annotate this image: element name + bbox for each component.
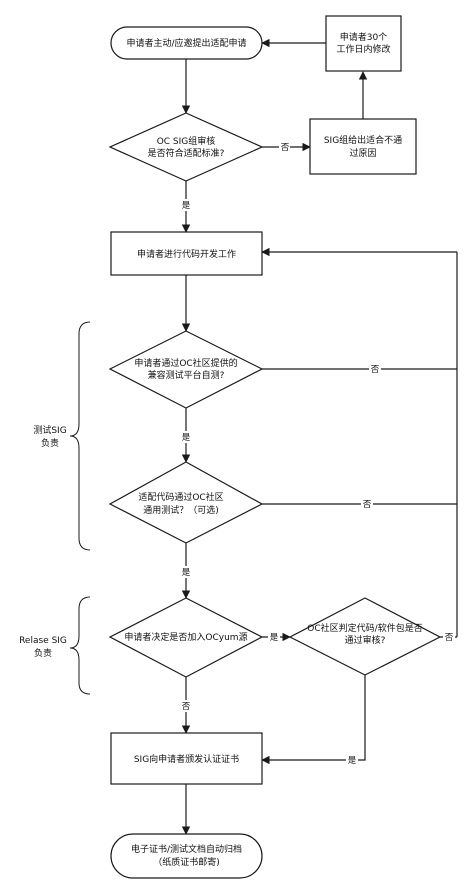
code-review-text-line2: 通过审核? <box>345 634 386 646</box>
fail-reason-text-line1: SIG组给出适合不通 <box>324 134 402 146</box>
yum-decide-diamond <box>108 597 264 678</box>
revise-box <box>325 15 402 72</box>
node-oc-review: OC SIG组审核 是否符合适配标准? <box>108 112 264 182</box>
self-test-diamond <box>108 330 264 409</box>
node-code-review: OC社区判定代码/软件包是否 通过审核? <box>288 597 442 676</box>
review-no-label: 否 <box>281 143 290 153</box>
fail-reason-text-line2: 过原因 <box>349 147 376 159</box>
self-test-no-label: 否 <box>371 365 380 375</box>
test-sig-bracket <box>69 321 91 551</box>
code-review-yes-label: 是 <box>348 756 357 766</box>
self-test-yes-label: 是 <box>182 433 191 443</box>
community-test-text-line2: 通用测试？（可选) <box>143 504 219 516</box>
test-sig-label-line2: 负责 <box>41 437 59 449</box>
test-sig-label-line1: 测试SIG <box>33 424 66 436</box>
revise-text-line2: 工作日内修改 <box>336 43 390 55</box>
start-terminal <box>110 26 263 60</box>
code-review-no-label: 否 <box>445 633 454 643</box>
archive-text-line1: 电子证书/测试文档自动归档 <box>131 843 242 855</box>
node-community-test: 适配代码通过OC社区 通用测试？（可选) <box>108 461 264 544</box>
archive-terminal <box>110 833 263 879</box>
community-test-yes-label: 是 <box>182 568 191 578</box>
community-test-no-label: 否 <box>363 500 372 510</box>
node-issue-cert: SIG向申请者颁发认证证书 <box>110 732 263 785</box>
oc-review-text-line1: OC SIG组审核 <box>157 135 216 147</box>
edge-labels: 否 是 是 否 否 是 是 否 否 是 <box>180 141 455 766</box>
archive-text-line2: （纸质证书邮寄) <box>153 856 220 868</box>
release-sig-label-line2: 负责 <box>34 647 52 659</box>
self-test-text-line1: 申请者通过OC社区提供的 <box>134 357 237 369</box>
node-self-test: 申请者通过OC社区提供的 兼容测试平台自测? <box>108 330 264 409</box>
review-yes-label: 是 <box>182 201 191 211</box>
issue-cert-text: SIG向申请者颁发认证证书 <box>134 753 239 765</box>
issue-cert-box <box>110 732 263 785</box>
yum-yes-label: 是 <box>270 633 279 643</box>
code-review-text-line1: OC社区判定代码/软件包是否 <box>307 622 422 634</box>
fail-reason-box <box>309 118 417 175</box>
yum-no-label: 否 <box>182 702 191 712</box>
oc-review-diamond <box>108 112 264 182</box>
community-test-diamond <box>108 461 264 544</box>
community-test-text-line1: 适配代码通过OC社区 <box>138 491 223 503</box>
node-archive: 电子证书/测试文档自动归档 （纸质证书邮寄) <box>110 833 263 879</box>
node-fail-reason: SIG组给出适合不通 过原因 <box>309 118 417 175</box>
node-develop: 申请者进行代码开发工作 <box>110 231 263 276</box>
connectors <box>181 38 458 835</box>
revise-text-line1: 申请者30个 <box>340 31 387 43</box>
release-sig-bracket <box>69 596 91 695</box>
develop-box <box>110 231 263 276</box>
release-sig-label-line1: Relase SIG <box>19 636 67 646</box>
start-text: 申请者主动/应邀提出适配申请 <box>126 37 246 49</box>
node-yum-decide: 申请者决定是否加入OCyum源 <box>108 597 264 678</box>
edge-codereview-yes <box>261 675 366 765</box>
yum-decide-text: 申请者决定是否加入OCyum源 <box>124 631 247 643</box>
self-test-text-line2: 兼容测试平台自测? <box>148 369 225 381</box>
node-start: 申请者主动/应邀提出适配申请 <box>110 26 263 60</box>
group-brackets: 测试SIG 负责 Relase SIG 负责 <box>19 321 91 695</box>
node-revise: 申请者30个 工作日内修改 <box>325 15 402 72</box>
oc-review-text-line2: 是否符合适配标准? <box>148 147 225 159</box>
code-review-diamond <box>288 597 442 676</box>
develop-text: 申请者进行代码开发工作 <box>137 248 236 260</box>
